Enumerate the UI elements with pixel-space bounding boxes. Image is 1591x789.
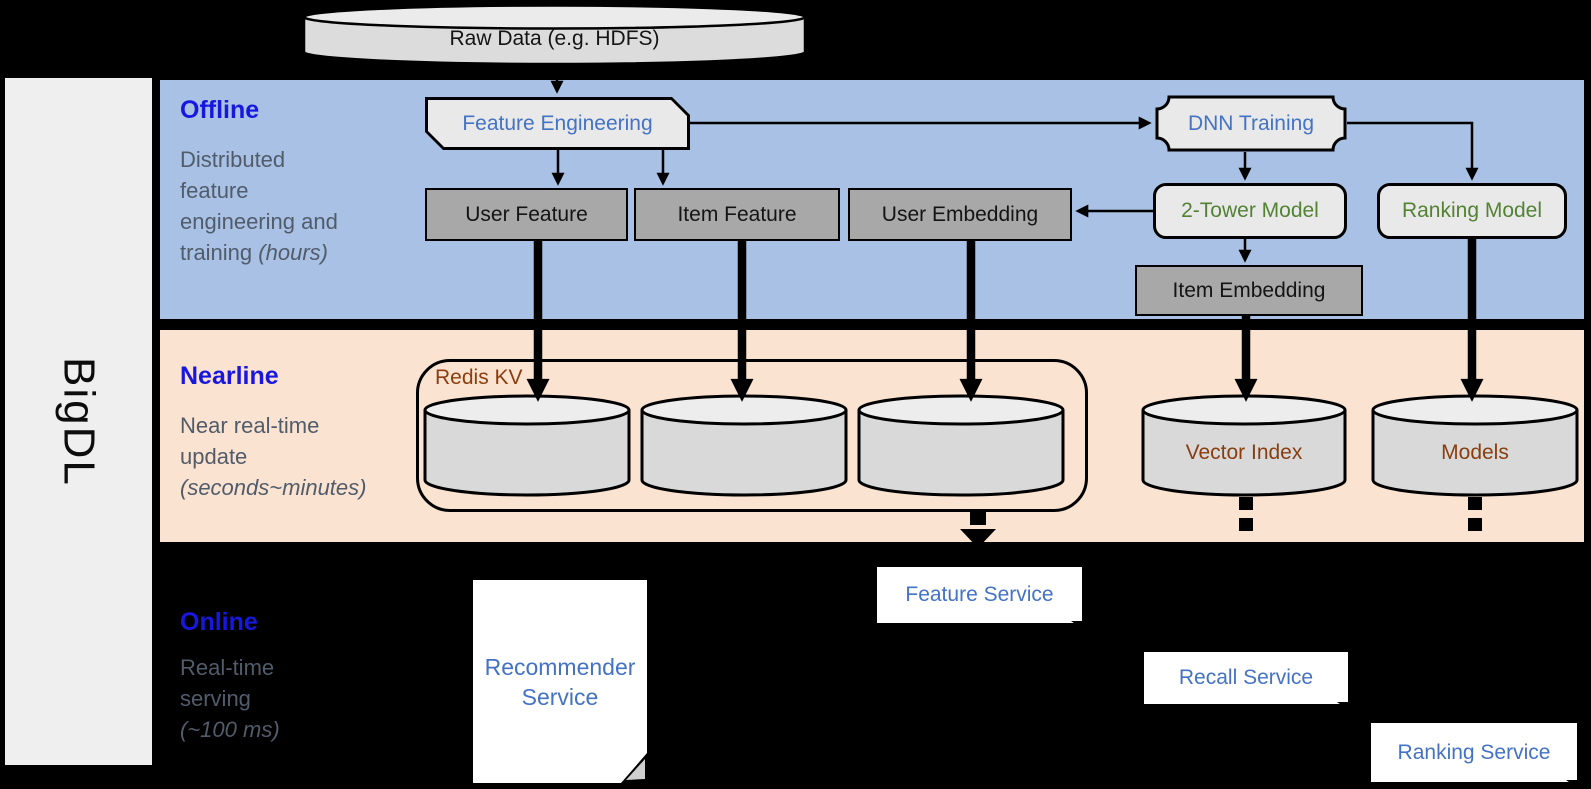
ranking-service-node: Ranking Service: [1371, 723, 1579, 789]
raw-data-store: Raw Data (e.g. HDFS): [302, 3, 807, 66]
feature-service-label: Feature Service: [905, 583, 1054, 606]
recommender-service-node: Recommender Service: [473, 580, 647, 783]
user-feature-label: User Feature: [465, 202, 588, 226]
vector-index-label: Vector Index: [1185, 441, 1303, 464]
dnn-training-label: DNN Training: [1187, 111, 1315, 135]
plaque-shape: [1155, 95, 1347, 152]
cylinder-shape: [857, 394, 1065, 497]
recommender-service-label: Recommender Service: [484, 653, 636, 710]
cylinder-shape: [1141, 394, 1347, 497]
cylinder-shape: [1371, 394, 1579, 497]
item-feature-label: Item Feature: [677, 202, 797, 226]
redis-shard-cylinder-1: [422, 393, 632, 499]
nearline-title: Nearline: [180, 362, 279, 390]
ranking-model-node: Ranking Model: [1377, 183, 1567, 239]
redis-kv-group: Redis KV: [416, 359, 1088, 512]
offline-title: Offline: [180, 96, 260, 124]
redis-shard-cylinder-2: [639, 393, 849, 499]
item-embedding-label: Item Embedding: [1172, 278, 1326, 302]
feature-service-node: Feature Service: [877, 567, 1084, 630]
user-embedding-node: User Embedding: [848, 188, 1072, 241]
recall-service-label: Recall Service: [1178, 666, 1314, 689]
offline-subtitle: Distributed feature engineering and trai…: [180, 147, 338, 265]
feature-engineering-node: Feature Engineering: [425, 97, 690, 150]
bigdl-label: BigDL: [54, 356, 104, 487]
online-title: Online: [180, 608, 258, 636]
folded-corner-icon: [1071, 621, 1084, 630]
two-tower-model-node: 2-Tower Model: [1153, 183, 1347, 239]
cylinder-shape: [640, 394, 848, 497]
models-label: Models: [1441, 441, 1509, 464]
raw-data-label: Raw Data (e.g. HDFS): [449, 26, 660, 50]
redis-kv-label: Redis KV: [435, 366, 523, 389]
vector-index-store: Vector Index: [1140, 393, 1348, 499]
folded-corner-icon: [1337, 702, 1350, 711]
folded-corner-icon: [621, 753, 647, 783]
item-feature-node: Item Feature: [634, 188, 840, 241]
bigdl-sidebar: BigDL: [5, 78, 152, 765]
folded-corner-icon: [1566, 780, 1579, 789]
cylinder-shape: [302, 4, 807, 66]
item-embedding-node: Item Embedding: [1135, 265, 1363, 316]
online-subtitle: Real-time serving (~100 ms): [180, 655, 280, 742]
two-tower-model-label: 2-Tower Model: [1181, 199, 1319, 222]
ranking-model-label: Ranking Model: [1401, 199, 1543, 222]
ranking-service-label: Ranking Service: [1397, 740, 1551, 764]
dnn-training-node: DNN Training: [1155, 95, 1347, 152]
cylinder-shape: [423, 394, 631, 497]
user-feature-node: User Feature: [425, 188, 628, 241]
user-embedding-label: User Embedding: [881, 202, 1039, 226]
recall-service-node: Recall Service: [1144, 652, 1350, 711]
feature-engineering-label: Feature Engineering: [428, 100, 687, 147]
redis-shard-cylinder-3: [856, 393, 1066, 499]
nearline-subtitle: Near real-time update (seconds~minutes): [180, 413, 367, 500]
models-store: Models: [1370, 393, 1580, 499]
